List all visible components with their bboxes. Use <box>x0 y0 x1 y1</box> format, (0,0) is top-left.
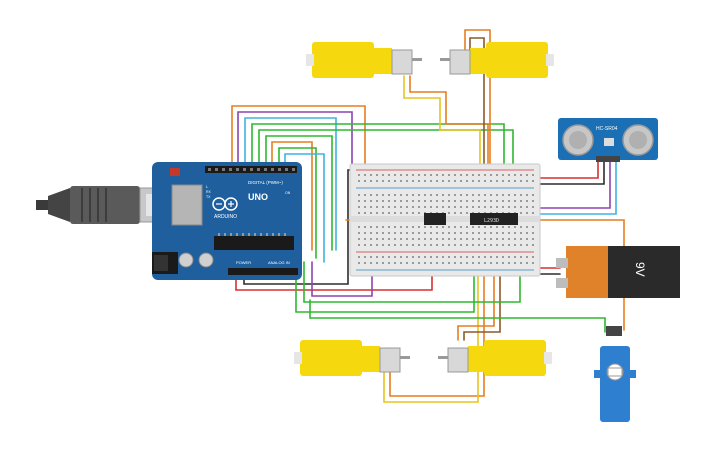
l293d-driver-chip <box>470 213 518 225</box>
wire-cyan-mid <box>284 153 325 263</box>
wire-orange-motor-tl <box>409 75 489 196</box>
driver-chip-label: L293D <box>484 218 499 224</box>
rx-label: RX <box>206 190 212 194</box>
wire-orange-top <box>231 105 366 171</box>
breadboard: L293D <box>349 163 541 277</box>
wire-orange-motor-br <box>457 265 495 341</box>
motor-bottom-right <box>438 340 552 376</box>
arduino-uno-board: DIGITAL (PWM~) ARDUINO UNO TX RX L ON PO… <box>152 162 302 280</box>
servo-motor <box>594 326 636 422</box>
wire-cyan-top <box>244 117 337 251</box>
wire-green-top-3 <box>265 135 333 251</box>
motor-top-left <box>306 42 422 78</box>
tx-label: TX <box>206 195 211 199</box>
wire-yellow-motor-bl <box>383 265 479 403</box>
wire-green-top-4 <box>278 147 317 259</box>
wire-purple-analog <box>311 261 373 297</box>
wire-brown-motor-tr <box>469 37 485 196</box>
wire-brown-motor-br <box>463 265 501 341</box>
l-label: L <box>206 185 208 189</box>
wire-green-long <box>309 299 606 333</box>
ic-small <box>424 213 446 225</box>
power-label: POWER <box>236 260 251 265</box>
model-label: UNO <box>248 192 268 202</box>
wire-black-sensor <box>539 159 605 185</box>
wire-orange-mid <box>271 141 313 251</box>
arduino-logo <box>212 197 238 211</box>
battery-9v: 9V <box>556 246 680 298</box>
wire-green-top-1 <box>251 123 505 181</box>
wire-blue-sensor <box>524 159 617 215</box>
motor-bottom-left <box>294 340 410 376</box>
wire-green-top-2 <box>258 129 514 181</box>
motor-top-right <box>440 42 554 78</box>
analog-label: ANALOG IN <box>268 260 290 265</box>
wire-purple-sensor <box>529 159 611 209</box>
wire-yellow-motor-tl <box>403 75 481 196</box>
wire-orange-motor-bl <box>389 265 485 397</box>
reset-button[interactable] <box>170 168 180 176</box>
sensor-label: HC-SR04 <box>596 126 618 132</box>
wire-green-analog-1 <box>295 261 475 313</box>
battery-label: 9V <box>633 262 647 277</box>
wire-red-sensor <box>539 159 599 179</box>
wire-orange-motor-tr <box>464 29 491 196</box>
atmega-chip <box>214 236 294 250</box>
ultrasonic-sensor: HC-SR04 <box>558 118 658 162</box>
brand-label: ARDUINO <box>214 214 237 220</box>
digital-header-label: DIGITAL (PWM~) <box>248 180 283 185</box>
wire-green-analog-2 <box>303 261 521 303</box>
on-label: ON <box>285 191 291 195</box>
